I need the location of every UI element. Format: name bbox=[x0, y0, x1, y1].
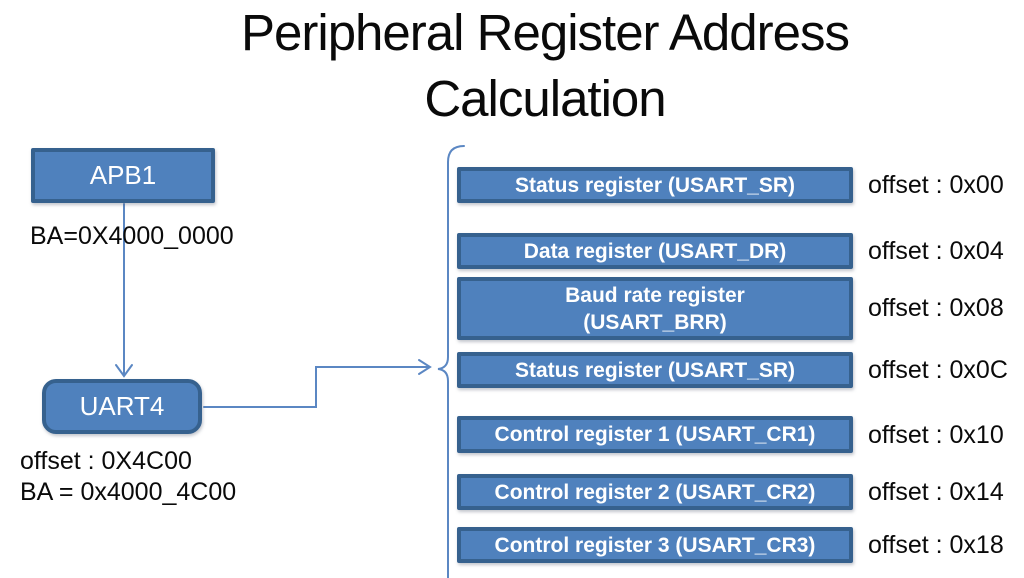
register-label: Control register 2 (USART_CR2) bbox=[494, 480, 816, 504]
register-label: Status register (USART_SR) bbox=[514, 358, 796, 382]
apb1-label: APB1 bbox=[89, 160, 157, 190]
register-box-data-dr: Data register (USART_DR) bbox=[457, 233, 853, 269]
uart4-to-registers-arrow bbox=[203, 359, 432, 408]
apb1-to-uart4-arrow bbox=[115, 203, 133, 378]
register-box-control-cr1: Control register 1 (USART_CR1) bbox=[457, 416, 853, 453]
register-label: Baud rate register (USART_BRR) bbox=[565, 283, 745, 334]
offset-label: offset : 0x00 bbox=[868, 171, 1004, 199]
register-label: Control register 3 (USART_CR3) bbox=[494, 533, 816, 557]
uart4-base-address: BA = 0x4000_4C00 bbox=[20, 478, 237, 506]
uart4-offset: offset : 0X4C00 bbox=[20, 447, 192, 475]
register-box-status-sr-1: Status register (USART_SR) bbox=[457, 167, 853, 203]
offset-label: offset : 0x18 bbox=[868, 531, 1004, 559]
register-box-control-cr2: Control register 2 (USART_CR2) bbox=[457, 474, 853, 510]
offset-label: offset : 0x08 bbox=[868, 294, 1004, 322]
uart4-label: UART4 bbox=[79, 391, 165, 421]
register-box-baud-brr: Baud rate register (USART_BRR) bbox=[457, 277, 853, 340]
register-label: Control register 1 (USART_CR1) bbox=[494, 423, 816, 446]
slide-title: Peripheral Register Address Calculation bbox=[241, 4, 850, 127]
offset-label: offset : 0x0C bbox=[868, 356, 1008, 384]
apb1-base-address: BA=0X4000_0000 bbox=[30, 222, 234, 250]
register-label: Data register (USART_DR) bbox=[523, 239, 787, 263]
register-list-brace bbox=[437, 145, 465, 578]
register-box-status-sr-2: Status register (USART_SR) bbox=[457, 352, 853, 388]
apb1-box: APB1 bbox=[31, 148, 215, 203]
register-box-control-cr3: Control register 3 (USART_CR3) bbox=[457, 527, 853, 563]
offset-label: offset : 0x14 bbox=[868, 478, 1004, 506]
uart4-box: UART4 bbox=[42, 379, 202, 434]
offset-label: offset : 0x04 bbox=[868, 237, 1004, 265]
register-label: Status register (USART_SR) bbox=[514, 173, 796, 197]
offset-label: offset : 0x10 bbox=[868, 421, 1004, 449]
